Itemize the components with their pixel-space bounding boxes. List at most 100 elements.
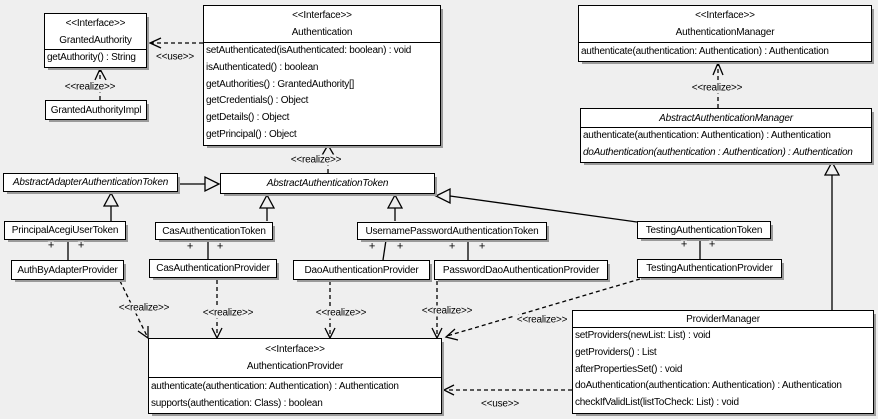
edge-testing-provider-realizes-provider (446, 278, 641, 337)
association-plus-icon: + (186, 240, 194, 253)
method-row: checkIfValidList(listToCheck: List) : vo… (575, 397, 739, 409)
class-title: TestingAuthenticationToken (638, 222, 770, 238)
realize-stereotype-label: <<realize>> (419, 305, 475, 317)
use-stereotype-label: <<use>> (478, 398, 522, 410)
edge-assoc-username-dao (382, 239, 387, 261)
generalization-arrowhead-icon (258, 193, 276, 209)
association-plus-icon: + (77, 239, 85, 252)
class-title: AbstractAuthenticationToken (221, 174, 434, 193)
method-row: authenticate(authentication: Authenticat… (151, 381, 399, 392)
class-name: AbstractAuthenticationToken (266, 178, 389, 189)
methods-compartment: authenticate(authentication: Authenticat… (149, 377, 441, 412)
class-name: TestingAuthenticationToken (645, 224, 763, 236)
class-auth-by-adapter-provider[interactable]: AuthByAdapterProvider (11, 260, 124, 280)
method-row: setAuthenticated(isAuthenticated: boolea… (206, 45, 412, 56)
association-plus-icon: + (448, 240, 456, 253)
class-title: <<Interface>> Authentication (204, 6, 440, 42)
class-title: ProviderManager (573, 311, 873, 327)
class-abstract-authentication-manager[interactable]: AbstractAuthenticationManager authenticat… (580, 108, 872, 163)
class-granted-authority[interactable]: <<Interface>> GrantedAuthority getAuthorit… (44, 13, 147, 68)
class-title: UsernamePasswordAuthenticationToken (358, 223, 546, 239)
class-name: GrantedAuthority (59, 34, 132, 46)
realize-stereotype-label: <<realize>> (689, 82, 745, 94)
class-authentication[interactable]: <<Interface>> Authentication setAuthentica… (203, 5, 441, 146)
class-cas-authentication-provider[interactable]: CasAuthenticationProvider (149, 259, 277, 278)
class-name: CasAuthenticationProvider (156, 263, 270, 274)
generalization-arrowhead-icon (102, 191, 120, 207)
method-row: afterPropertiesSet() : void (575, 363, 683, 375)
class-name: PasswordDaoAuthenticationProvider (442, 264, 600, 276)
generalization-arrowhead-icon (386, 193, 404, 209)
open-arrowhead-icon (94, 67, 107, 81)
class-title: DaoAuthenticationProvider (294, 261, 429, 279)
class-title: PasswordDaoAuthenticationProvider (435, 261, 607, 279)
class-title: <<Interface>> GrantedAuthority (45, 14, 146, 49)
class-name: AuthByAdapterProvider (17, 264, 118, 276)
methods-compartment: authenticate(authentication: Authenticat… (581, 127, 871, 161)
class-title: <<Interface>> AuthenticationManager (579, 6, 871, 42)
class-username-password-authentication-token[interactable]: UsernamePasswordAuthenticationToken (357, 222, 547, 240)
class-principal-acegi-user-token[interactable]: PrincipalAcegiUserToken (4, 221, 126, 240)
class-authentication-manager[interactable]: <<Interface>> AuthenticationManager authen… (578, 5, 872, 62)
method-row: getProviders() : List (575, 346, 657, 358)
methods-compartment: getAuthority() : String (45, 49, 146, 66)
generalization-arrowhead-icon (204, 175, 221, 193)
open-arrowhead-icon (712, 61, 724, 76)
method-row: isAuthenticated() : boolean (206, 61, 319, 73)
class-abstract-adapter-authentication-token[interactable]: AbstractAdapterAuthenticationToken (3, 173, 178, 192)
realize-stereotype-label: <<realize>> (116, 302, 172, 314)
class-name: AbstractAdapterAuthenticationToken (12, 177, 169, 188)
class-title: PrincipalAcegiUserToken (5, 222, 125, 239)
method-row: getCredentials() : Object (206, 95, 309, 107)
class-title: AbstractAuthenticationManager (581, 109, 871, 127)
method-row: getAuthorities() : GrantedAuthority[] (206, 78, 355, 90)
class-title: AuthByAdapterProvider (12, 261, 123, 279)
method-row: doAuthentication(authentication : Authen… (583, 146, 853, 158)
class-name: PrincipalAcegiUserToken (11, 225, 119, 236)
class-cas-authentication-token[interactable]: CasAuthenticationToken (155, 222, 273, 240)
association-plus-icon: + (47, 239, 55, 252)
realize-stereotype-label: <<realize>> (200, 307, 256, 319)
association-plus-icon: + (368, 240, 376, 253)
class-name: AuthenticationManager (675, 27, 775, 38)
class-password-dao-authentication-provider[interactable]: PasswordDaoAuthenticationProvider (434, 260, 608, 280)
generalization-arrowhead-icon (823, 160, 841, 176)
class-dao-authentication-provider[interactable]: DaoAuthenticationProvider (293, 260, 430, 280)
method-row: authenticate(authentication: Authenticat… (581, 46, 829, 57)
class-abstract-authentication-token[interactable]: AbstractAuthenticationToken (220, 173, 435, 194)
edge-testing-token-extends-abstract-token (449, 195, 638, 223)
method-row: getDetails() : Object (206, 112, 290, 124)
method-row: getPrincipal() : Object (206, 129, 297, 141)
association-plus-icon: + (708, 238, 716, 251)
realize-stereotype-label: <<realize>> (514, 314, 570, 326)
association-plus-icon: + (680, 238, 688, 251)
stereotype-label: <<Interface>> (292, 10, 352, 21)
class-title: AbstractAdapterAuthenticationToken (4, 174, 177, 191)
class-name: ProviderManager (686, 313, 760, 325)
generalization-arrowhead-icon (434, 187, 451, 205)
open-arrowhead-icon (148, 37, 162, 49)
association-plus-icon: + (396, 240, 404, 253)
methods-compartment: setAuthenticated(isAuthenticated: boolea… (204, 42, 440, 144)
association-plus-icon: + (216, 240, 224, 253)
class-testing-authentication-provider[interactable]: TestingAuthenticationProvider (637, 259, 782, 278)
class-name: GrantedAuthorityImpl (50, 104, 142, 116)
stereotype-label: <<Interface>> (65, 17, 126, 29)
class-name: UsernamePasswordAuthenticationToken (365, 225, 539, 237)
class-title: TestingAuthenticationProvider (638, 260, 781, 277)
association-plus-icon: + (478, 240, 486, 253)
class-name: Authentication (291, 27, 353, 38)
method-row: supports(authentication: Class) : boolea… (151, 398, 323, 409)
method-row: authenticate(authentication: Authenticat… (583, 130, 831, 141)
class-provider-manager[interactable]: ProviderManager setProviders(newList: Lis… (572, 310, 874, 414)
class-testing-authentication-token[interactable]: TestingAuthenticationToken (637, 221, 771, 239)
realize-stereotype-label: <<realize>> (313, 307, 369, 319)
method-row: doAuthentication(authentication: Authent… (575, 380, 842, 392)
class-title: CasAuthenticationProvider (150, 260, 276, 277)
class-granted-authority-impl[interactable]: GrantedAuthorityImpl (45, 100, 147, 120)
stereotype-label: <<Interface>> (695, 10, 755, 21)
class-name: DaoAuthenticationProvider (304, 264, 419, 276)
